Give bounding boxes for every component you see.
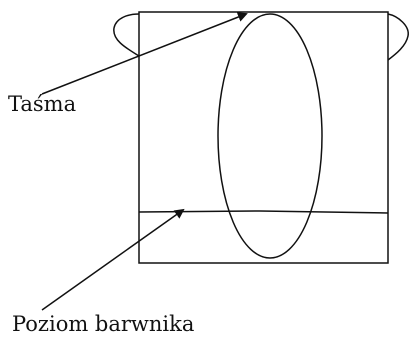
tape-label: Taśma [8,92,77,116]
tape-ellipse [217,13,323,259]
dye-level-label: Poziom barwnika [12,312,195,336]
tape-arrow [41,12,248,95]
tape-loop [113,13,140,57]
tape-loop-right [387,13,409,61]
dye-level-line [138,210,389,214]
dye-level-arrow [41,208,185,311]
container-box [138,11,389,264]
